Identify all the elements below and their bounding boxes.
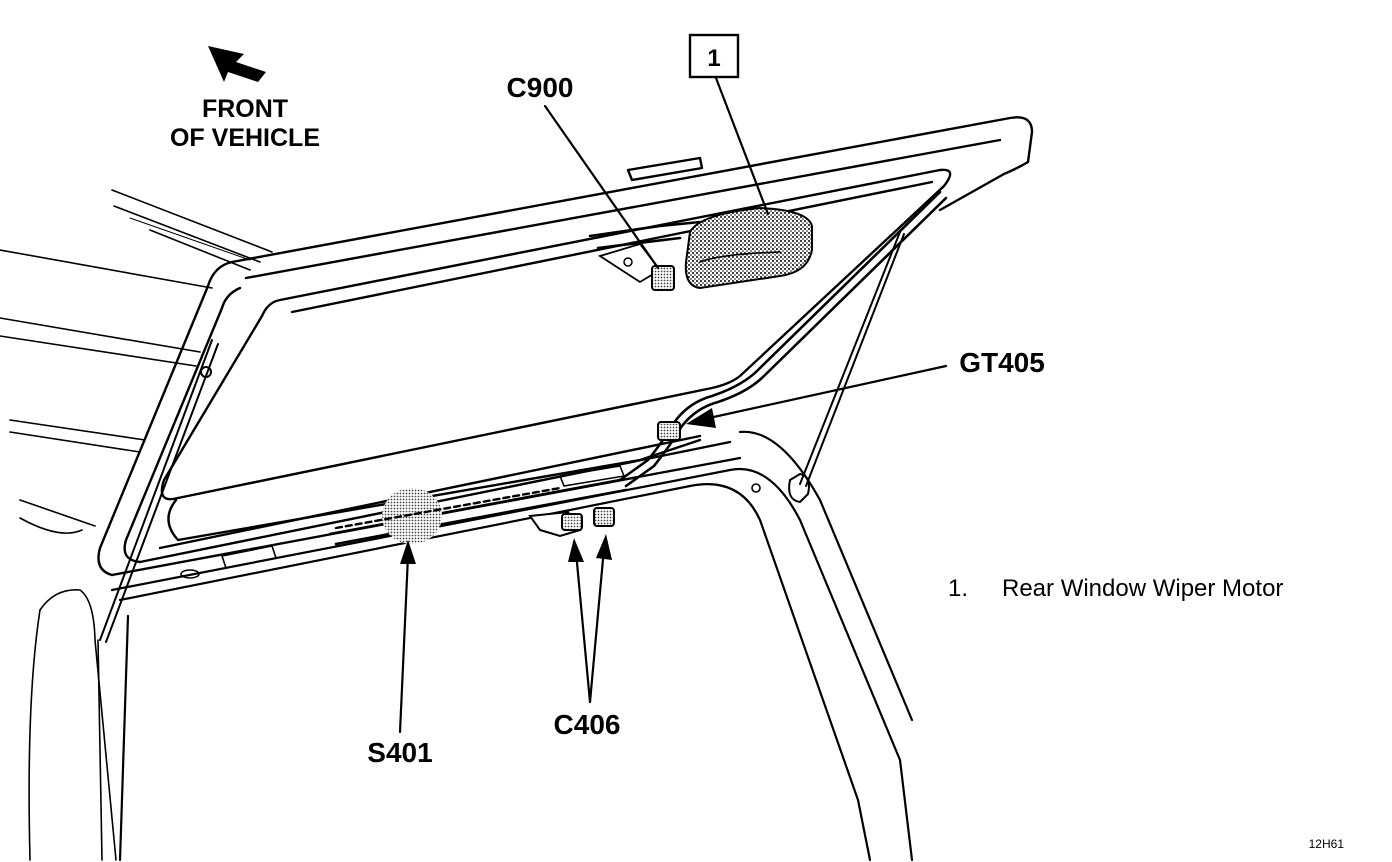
c900-leader: [543, 104, 660, 270]
figure-code: 12H61: [1309, 837, 1345, 851]
vehicle-body-outline: [0, 189, 273, 861]
callout-1-number: 1: [707, 45, 720, 72]
front-direction-arrow-icon: [208, 46, 266, 82]
liftgate-hardware: [180, 465, 761, 579]
c900-connector: [651, 265, 675, 291]
of-vehicle-label: OF VEHICLE: [170, 124, 320, 152]
c406-label: C406: [554, 709, 621, 740]
support-struts: [99, 231, 905, 643]
s401-label: S401: [367, 737, 432, 768]
gt405-label: GT405: [959, 347, 1045, 378]
liftgate-opening: [110, 430, 914, 862]
c900-label: C900: [507, 72, 574, 103]
legend-text: Rear Window Wiper Motor: [1002, 575, 1283, 602]
liftgate-frame: [97, 116, 1034, 577]
gt405-leader-arrow-icon: [686, 364, 948, 428]
c406-leader-arrows-icon: [568, 534, 612, 704]
front-label: FRONT: [202, 95, 288, 123]
legend-number: 1.: [948, 575, 968, 602]
s401-splice: [382, 488, 442, 544]
wiper-motor: [597, 206, 813, 290]
gt405-ground: [657, 421, 681, 441]
wiring-harness: [328, 190, 948, 546]
c406-connectors: [528, 507, 615, 538]
s401-leader-arrow-icon: [398, 540, 416, 734]
callout-1: 1: [688, 33, 770, 216]
